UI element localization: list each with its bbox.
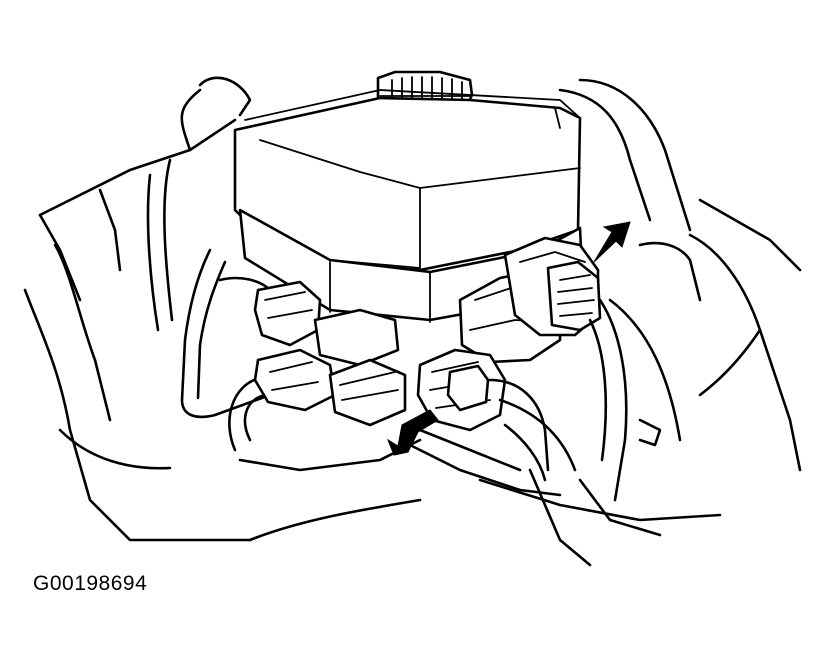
master-cylinder-fittings	[253, 280, 407, 427]
arrow-lower-left-icon	[386, 409, 439, 456]
arrow-upper-right-icon	[593, 221, 631, 263]
engine-bay-contours	[23, 76, 802, 567]
figure-id-label: G00198694	[33, 572, 148, 595]
pointer-arrows	[386, 221, 631, 456]
abs-actuator-connectors	[408, 236, 628, 502]
